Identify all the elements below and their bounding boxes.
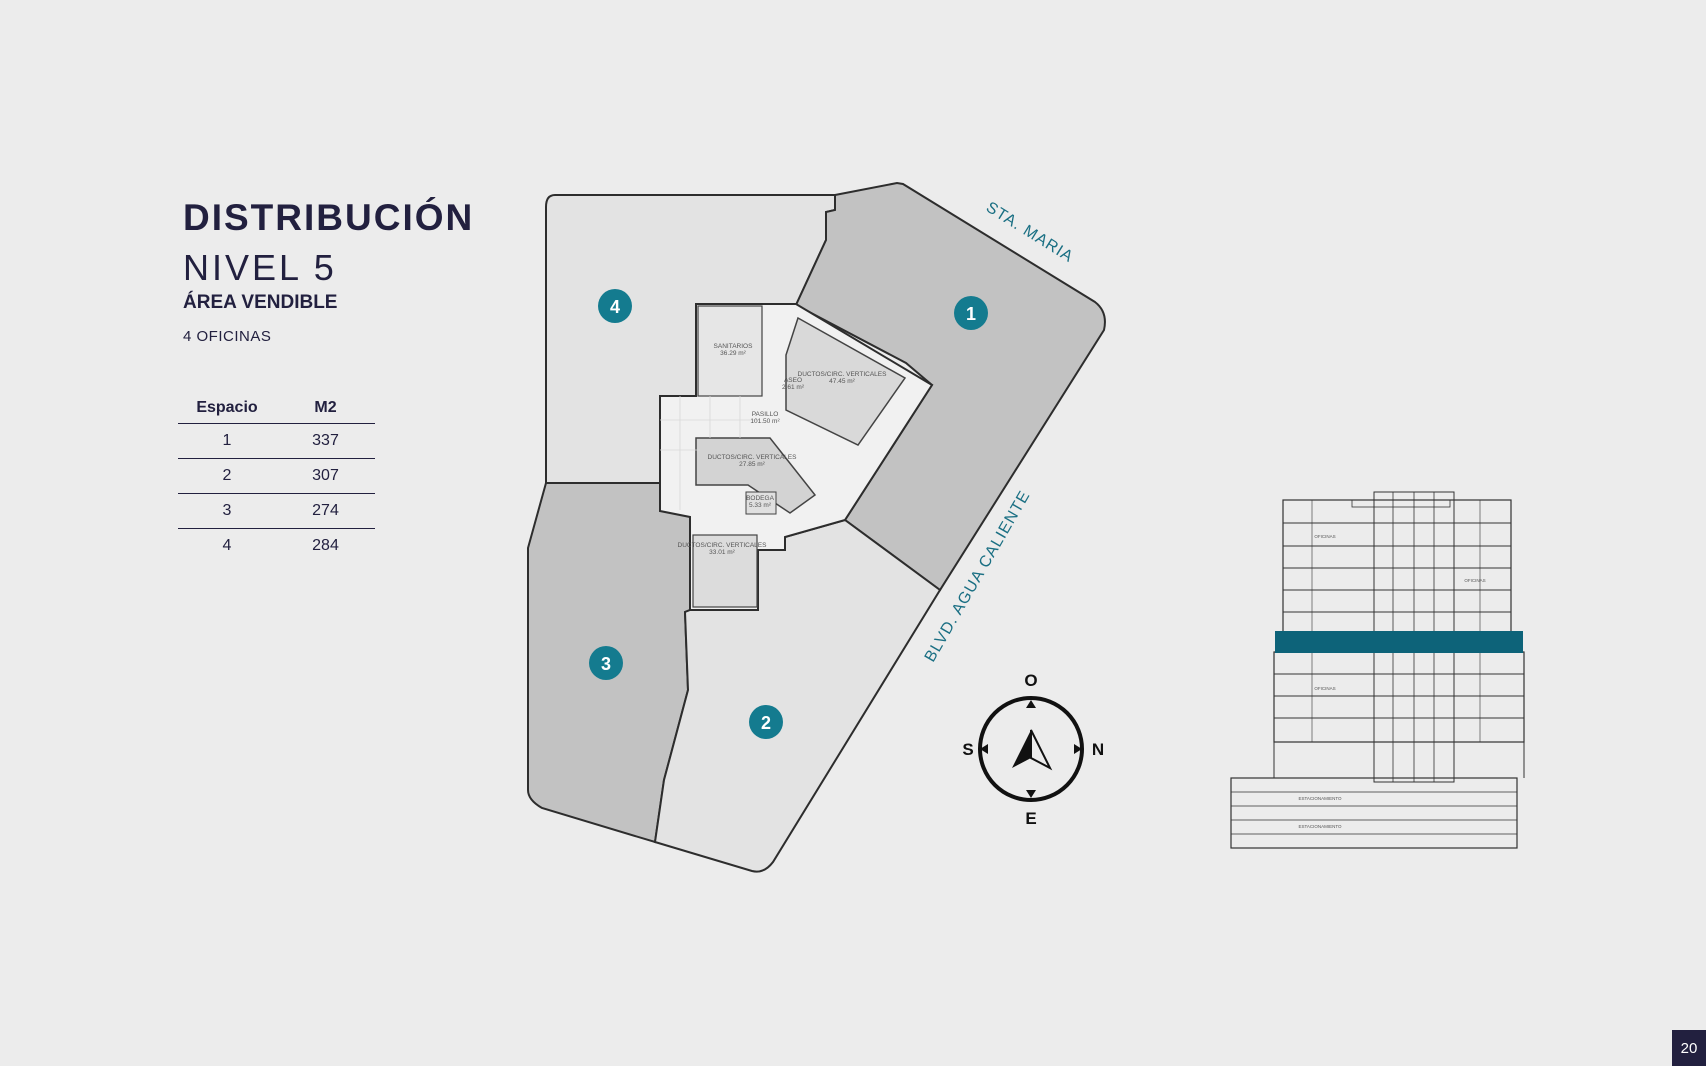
header-espacio: Espacio (196, 399, 258, 416)
cell-m2: 274 (312, 502, 339, 519)
room-label: DUCTOS/CIRC. VERTICALES (798, 371, 888, 378)
page-number: 20 (1672, 1030, 1706, 1066)
unit-1-area (794, 181, 1106, 592)
sanitarios-room (697, 305, 763, 397)
room-label: SANITARIOS (714, 343, 754, 350)
compass-west: O (1024, 671, 1037, 690)
unit-marker-4: 4 (598, 289, 632, 323)
room-area: 33.01 m² (709, 549, 735, 556)
north-arrow-icon-right (1030, 729, 1053, 771)
room-area: 36.29 m² (720, 350, 746, 357)
ductos-room-lower (692, 534, 758, 608)
room-area: 2.61 m² (782, 384, 805, 391)
header-m2: M2 (314, 399, 337, 416)
cell-espacio: 2 (222, 467, 232, 484)
room-area: 27.85 m² (739, 461, 765, 468)
table-row: 4 284 (178, 529, 375, 563)
unit-marker-3: 3 (589, 646, 623, 680)
page-title: DISTRIBUCIÓN (183, 197, 475, 238)
cell-espacio: 3 (222, 502, 232, 519)
cell-m2: 307 (312, 467, 339, 484)
north-arrow-icon (1012, 730, 1031, 768)
section-parking-label: ESTACIONAMIENTO (1298, 796, 1342, 801)
table-header: Espacio M2 (178, 393, 375, 424)
level-subtitle: NIVEL 5 (183, 247, 337, 288)
table-row: 2 307 (178, 459, 375, 494)
cell-espacio: 1 (222, 432, 232, 449)
compass-north: N (1092, 740, 1104, 759)
cell-espacio: 4 (222, 537, 232, 554)
building-section (1230, 491, 1525, 849)
table-row: 1 337 (178, 424, 375, 459)
unit-marker-1: 1 (954, 296, 988, 330)
room-area: 47.45 m² (829, 378, 855, 385)
section-floor-label: OFICINAS (1314, 686, 1335, 691)
unit-number: 2 (761, 713, 771, 733)
room-label: DUCTOS/CIRC. VERTICALES (678, 542, 768, 549)
ductos-room-middle (695, 437, 817, 514)
room-label: DUCTOS/CIRC. VERTICALES (708, 454, 798, 461)
area-title: ÁREA VENDIBLE (183, 292, 338, 313)
cell-m2: 284 (312, 537, 339, 554)
room-area: 101.50 m² (750, 418, 780, 425)
area-table: Espacio M2 1 337 2 307 3 274 4 284 (178, 393, 375, 563)
compass-east: E (1025, 809, 1036, 828)
table-row: 3 274 (178, 494, 375, 529)
room-label: PASILLO (752, 411, 779, 418)
bodega-room (745, 491, 777, 515)
compass-south: S (962, 740, 973, 759)
offices-count: 4 OFICINAS (183, 328, 272, 345)
cell-m2: 337 (312, 432, 339, 449)
room-label: ASEO (784, 377, 802, 384)
room-label: BODEGA (746, 495, 774, 502)
unit-marker-2: 2 (749, 705, 783, 739)
unit-number: 3 (601, 654, 611, 674)
unit-number: 1 (966, 304, 976, 324)
level-5-highlight (1275, 631, 1523, 653)
ductos-room-upper (785, 316, 907, 446)
unit-number: 4 (610, 297, 620, 317)
section-floor-label: OFICINAS (1314, 534, 1335, 539)
compass-rose: O E S N (962, 671, 1104, 828)
section-parking-label: ESTACIONAMIENTO (1298, 824, 1342, 829)
room-area: 5.33 m² (749, 502, 772, 509)
section-floor-label: OFICINAS (1464, 578, 1485, 583)
